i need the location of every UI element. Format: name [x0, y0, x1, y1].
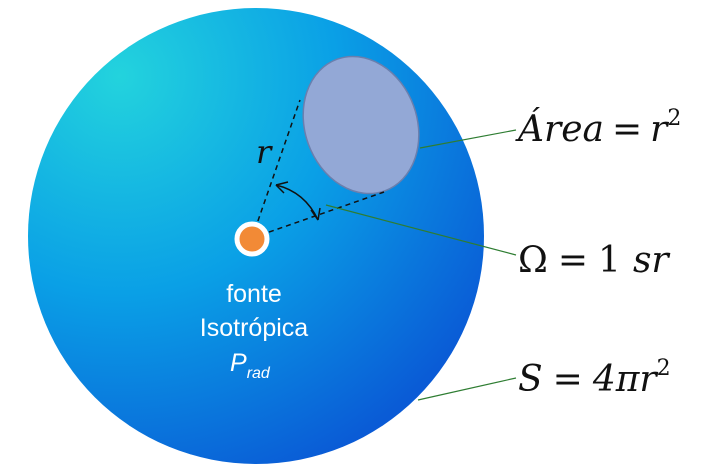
area-exponent: 2 — [667, 106, 681, 131]
radius-label: r — [256, 133, 273, 171]
isotropic-source — [237, 224, 267, 254]
area-lhs: Área — [515, 108, 604, 150]
solid-angle-num: 1 — [598, 240, 621, 281]
surface-eq: = — [553, 359, 583, 400]
solid-angle-equation: Ω=1 sr — [518, 240, 670, 281]
source-label-line1: fonte — [226, 280, 282, 308]
surface-leader-line — [418, 378, 516, 400]
solid-angle-eq: = — [558, 240, 588, 281]
surface-equation: S=4πr2 — [518, 356, 671, 400]
surface-exponent: 2 — [657, 356, 671, 381]
area-rhs: r — [650, 109, 669, 150]
surface-rhs: 4πr — [592, 359, 659, 400]
source-label-line2: Isotrópica — [200, 314, 308, 342]
power-subscript: rad — [247, 365, 271, 382]
surface-lhs: S — [518, 359, 543, 400]
solid-angle-unit: sr — [633, 240, 670, 281]
power-symbol: P — [230, 349, 247, 377]
area-equation: Área=r2 — [515, 106, 681, 150]
area-eq: = — [612, 109, 642, 150]
solid-angle-lhs: Ω — [518, 240, 548, 281]
